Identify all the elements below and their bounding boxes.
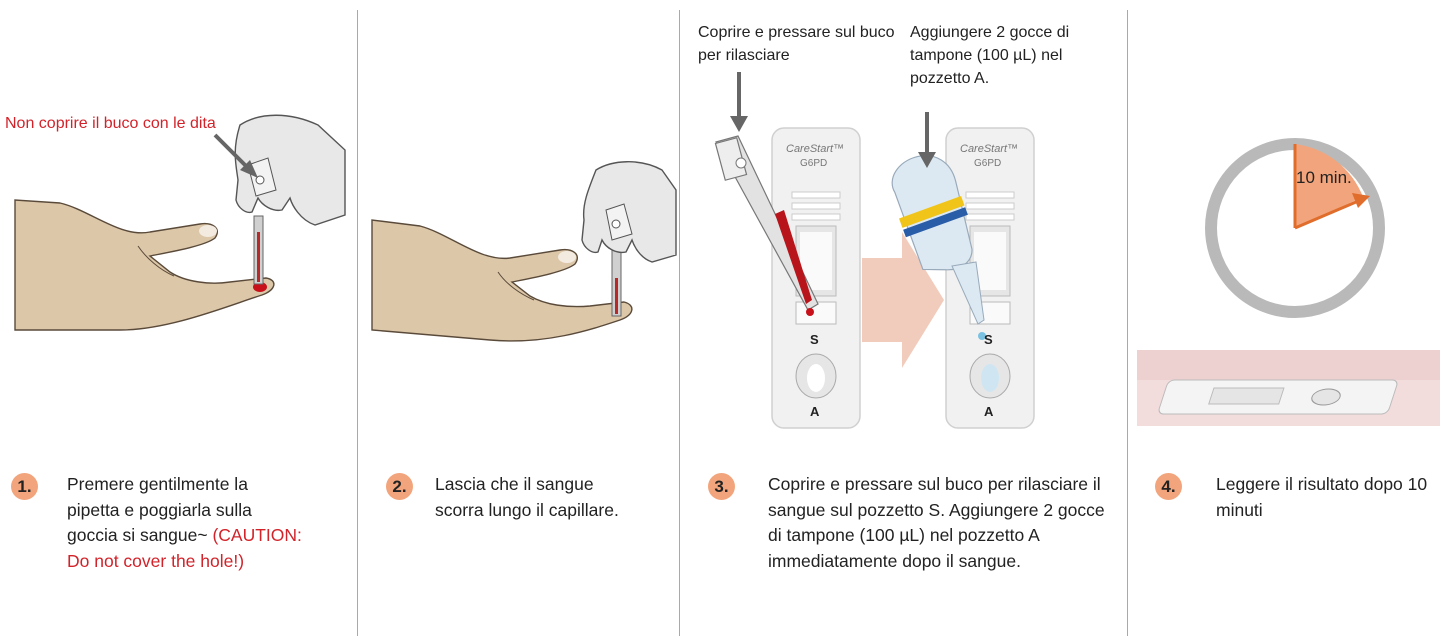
well-s-left: S — [810, 332, 819, 347]
hand-2 — [371, 219, 633, 342]
step-1-instruction: Premere gentilmente la pipetta e poggiar… — [67, 474, 252, 545]
step-1-caution: (CAUTION: Do not cover the hole!) — [67, 525, 302, 571]
result-background — [1137, 350, 1440, 426]
device-model-right: G6PD — [974, 158, 1002, 169]
step-4-text: Leggere il risultato dopo 10 minuti — [1216, 474, 1428, 520]
well-s-right: S — [984, 332, 993, 347]
device-brand-right: CareStart™ — [960, 143, 1019, 155]
step-3-badge: 3. — [708, 473, 735, 500]
step-1-illustration — [14, 114, 346, 331]
panel-divider-1 — [357, 10, 358, 636]
buffer-bottle — [891, 155, 986, 340]
panel-divider-2 — [679, 10, 680, 636]
step-3-text: Coprire e pressare sul buco per rilascia… — [768, 474, 1105, 571]
step-2-badge: 2. — [386, 473, 413, 500]
label-add-buffer: Aggiungere 2 gocce di tampone (100 µL) n… — [910, 24, 1070, 87]
step-1-badge: 1. — [11, 473, 38, 500]
cassette-flat — [1158, 379, 1398, 415]
timer-ring — [1205, 138, 1385, 318]
well-a-left: A — [810, 404, 820, 419]
glove-2 — [581, 161, 677, 263]
label-cover-hole: Coprire e pressare sul buco per rilascia… — [698, 24, 895, 64]
device-brand-left: CareStart™ — [786, 143, 845, 155]
glove-1 — [234, 114, 346, 226]
caution-annotation: Non coprire il buco con le dita — [5, 115, 216, 132]
device-model-left: G6PD — [800, 158, 828, 169]
step-2-text: Lascia che il sangue scorra lungo il cap… — [435, 474, 619, 520]
timer-label: 10 min. — [1296, 168, 1352, 187]
panel-divider-3 — [1127, 10, 1128, 636]
step-1-text: Premere gentilmente la pipetta e poggiar… — [67, 472, 302, 574]
step-4-badge: 4. — [1155, 473, 1182, 500]
transition-arrow — [862, 232, 944, 368]
hand-1 — [14, 199, 275, 331]
well-a-right: A — [984, 404, 994, 419]
